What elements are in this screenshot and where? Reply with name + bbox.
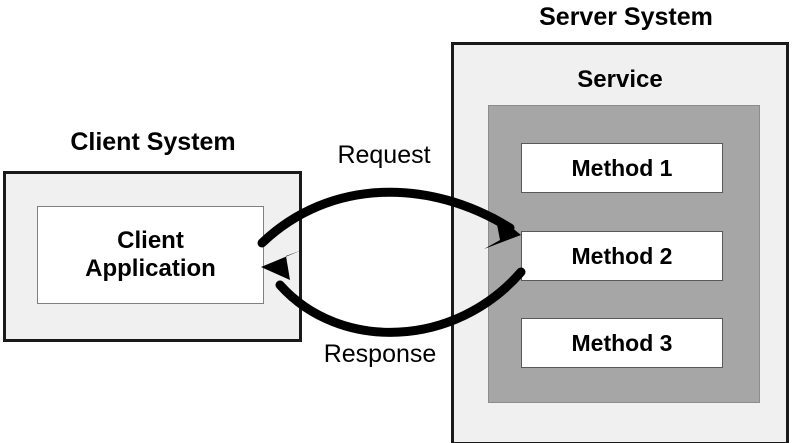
client-application-label: Client Application <box>85 227 216 283</box>
request-arrow-label: Request <box>337 141 431 169</box>
method-box-2[interactable]: Method 2 <box>521 231 723 281</box>
server-system-title: Server System <box>539 3 713 31</box>
response-arrow-label: Response <box>323 340 437 368</box>
service-title: Service <box>577 66 663 93</box>
client-application-box[interactable]: Client Application <box>37 206 264 304</box>
method-box-3[interactable]: Method 3 <box>521 318 723 368</box>
method-1-label: Method 1 <box>571 154 673 181</box>
method-2-label: Method 2 <box>571 242 673 269</box>
client-system-title: Client System <box>70 128 236 156</box>
method-3-label: Method 3 <box>571 329 673 356</box>
client-application-label-line1: Client <box>117 227 184 255</box>
method-box-1[interactable]: Method 1 <box>521 143 723 193</box>
client-application-label-line2: Application <box>85 255 216 282</box>
